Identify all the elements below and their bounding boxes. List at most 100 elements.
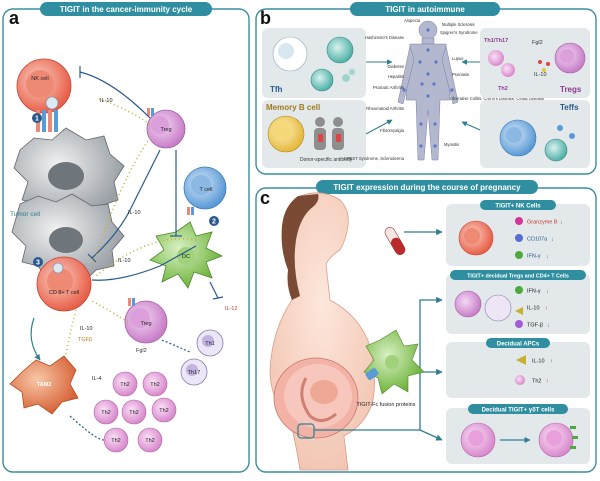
panel-a-letter: a — [9, 8, 20, 28]
disease-label: Fibromyalgia — [380, 128, 405, 133]
step-2-badge — [209, 216, 219, 226]
disease-label: Myositis — [444, 142, 459, 147]
box1-item-label: IFN-γ — [527, 254, 541, 260]
box2-title: TIGIT+ decidual Tregs and CD4+ T Cells — [467, 274, 569, 280]
dc-label: DC — [182, 254, 190, 260]
th1th17-label: Th1/Th17 — [484, 38, 508, 44]
body-dots — [402, 28, 454, 148]
box2-item-arrow: ↑ — [545, 306, 548, 312]
panel-a: TIGIT in the cancer-immunity cycle a Tum… — [2, 2, 250, 473]
il10-icon — [515, 307, 523, 315]
dc-cell: DC — [149, 221, 223, 289]
tgfb-label: TGFβ — [78, 337, 92, 343]
fgl2-label-a: Fgl2 — [136, 348, 147, 354]
box1-item-label: CD107a — [527, 237, 548, 243]
th2-cluster: Th2 Th2 Th2 Th2 Th2 Th2 Th2 — [93, 371, 177, 453]
svg-text:Th2: Th2 — [111, 438, 120, 444]
box2-item-arrow: ↓ — [547, 323, 550, 329]
box4-title: Decidual TIGIT+ γδT cells — [482, 408, 555, 414]
th2-cell: Th2 — [151, 397, 177, 423]
th2-cell: Th2 — [93, 399, 119, 425]
il10-icon — [516, 355, 526, 365]
disease-label: Alopecia — [404, 18, 421, 23]
treg-top-label: Treg — [160, 127, 171, 133]
disease-label: Multiple Sclerosis — [442, 22, 475, 27]
il10-label-4: IL-10 — [80, 326, 93, 332]
panel-b-letter: b — [260, 8, 271, 28]
il10-label-b: IL-10 — [534, 72, 547, 78]
panel-b-arrows — [365, 59, 481, 135]
panel-a-title: TIGIT in the cancer-immunity cycle — [60, 5, 193, 14]
memory-b-cell — [267, 115, 305, 153]
disease-list-left: Hashimoto's Disease Diabetes Hepatitis P… — [344, 35, 405, 161]
th2-cell: Th2 — [142, 371, 168, 397]
svg-text:Th2: Th2 — [129, 410, 138, 416]
th17-cell: Th17 — [180, 358, 208, 386]
decidual-apc-fusion — [363, 329, 425, 395]
th17-label: Th17 — [188, 370, 201, 376]
memory-b-label: Memory B cell — [266, 103, 320, 112]
decidual-apcs-box: Decidual APCs IL-10 ↑ Th2 ↑ — [446, 338, 590, 398]
disease-label: CREST Syndrome, Scleroderma — [344, 156, 405, 161]
box2-item-arrow: ↓ — [546, 289, 549, 295]
treg-cell-bottom: Treg — [124, 298, 168, 344]
tam2-label: TAM2 — [37, 382, 52, 388]
tam2-cell: TAM2 — [9, 355, 79, 415]
fgl2-label-b: Fgl2 — [532, 40, 543, 46]
nk-cells-box: TIGIT+ NK Cells Granzyme B ↓ CD107a ↓ IF… — [446, 200, 590, 266]
ifng-icon — [515, 286, 523, 294]
th1-label: Th1 — [205, 341, 214, 347]
step-1-badge — [32, 113, 42, 123]
tgfb-icon — [515, 320, 523, 328]
cd8-t-cell: CD 8+ T cell — [36, 256, 92, 312]
th2-cell: Th2 — [137, 427, 163, 453]
disease-label: Psoriasis — [452, 72, 469, 77]
th2-icon — [515, 375, 525, 385]
box1-item-arrow: ↓ — [551, 237, 554, 243]
box1-item-arrow: ↓ — [546, 254, 549, 260]
box1-item-arrow: ↓ — [560, 220, 563, 226]
th2-cell: Th2 — [112, 371, 138, 397]
th2-cell: Th2 — [121, 399, 147, 425]
panel-c-letter: c — [260, 188, 270, 208]
step-3-badge — [33, 257, 43, 267]
panel-b-title: TIGIT in autoimmune — [385, 5, 465, 14]
box1-item-label: Granzyme B — [527, 220, 558, 226]
box2-item-label: TGF-β — [527, 323, 543, 329]
panel-b: TIGIT in autoimmune b Tfh Memory B cell … — [255, 2, 597, 175]
disease-label: Psoriatic Arthritis — [373, 85, 404, 90]
disease-label: Hashimoto's Disease — [365, 35, 405, 40]
nk-cell-label: NK cell — [31, 76, 48, 82]
il10-label-1: IL-10 — [100, 98, 113, 104]
svg-text:Th2: Th2 — [145, 438, 154, 444]
svg-text:Th2: Th2 — [150, 382, 159, 388]
box1-title: TIGIT+ NK Cells — [495, 204, 541, 210]
donor-antibody-label: Donor-specific antibody — [300, 157, 353, 163]
t-cell: T cell — [183, 166, 227, 215]
disease-label: Ulcerative Colitis, Crohn's Disease, Cel… — [450, 96, 545, 101]
tumor-cell-label: Tumor cell — [10, 211, 41, 218]
t-cell-label: T cell — [199, 187, 212, 193]
treg-cell-top: Treg — [146, 108, 186, 149]
treg-bottom-label: Treg — [140, 321, 151, 327]
disease-list-right: Alopecia Multiple Sclerosis Sjogren's Sy… — [404, 18, 545, 147]
th1-cell: Th1 — [196, 329, 224, 357]
tregs-label: Tregs — [560, 85, 582, 94]
cd8-label: CD 8+ T cell — [49, 290, 79, 296]
il4-label: IL-4 — [92, 376, 101, 382]
pregnant-woman — [269, 192, 375, 471]
box3-item-label: IL-10 — [532, 359, 545, 365]
tregs-cd4-box: TIGIT+ decidual Tregs and CD4+ T Cells I… — [446, 270, 590, 334]
th2-cell: Th2 — [103, 427, 129, 453]
panel-c-title: TIGIT expression during the course of pr… — [333, 183, 521, 192]
step-2-label: 2 — [212, 219, 216, 226]
ifng-icon — [515, 251, 523, 259]
disease-label: Diabetes — [387, 64, 404, 69]
teffs-cells — [499, 119, 575, 162]
il12-label: IL-12 — [225, 306, 238, 312]
svg-text:Th2: Th2 — [159, 408, 168, 414]
panel-a-connectors — [30, 66, 224, 441]
panel-c: TIGIT expression during the course of pr… — [255, 180, 597, 473]
